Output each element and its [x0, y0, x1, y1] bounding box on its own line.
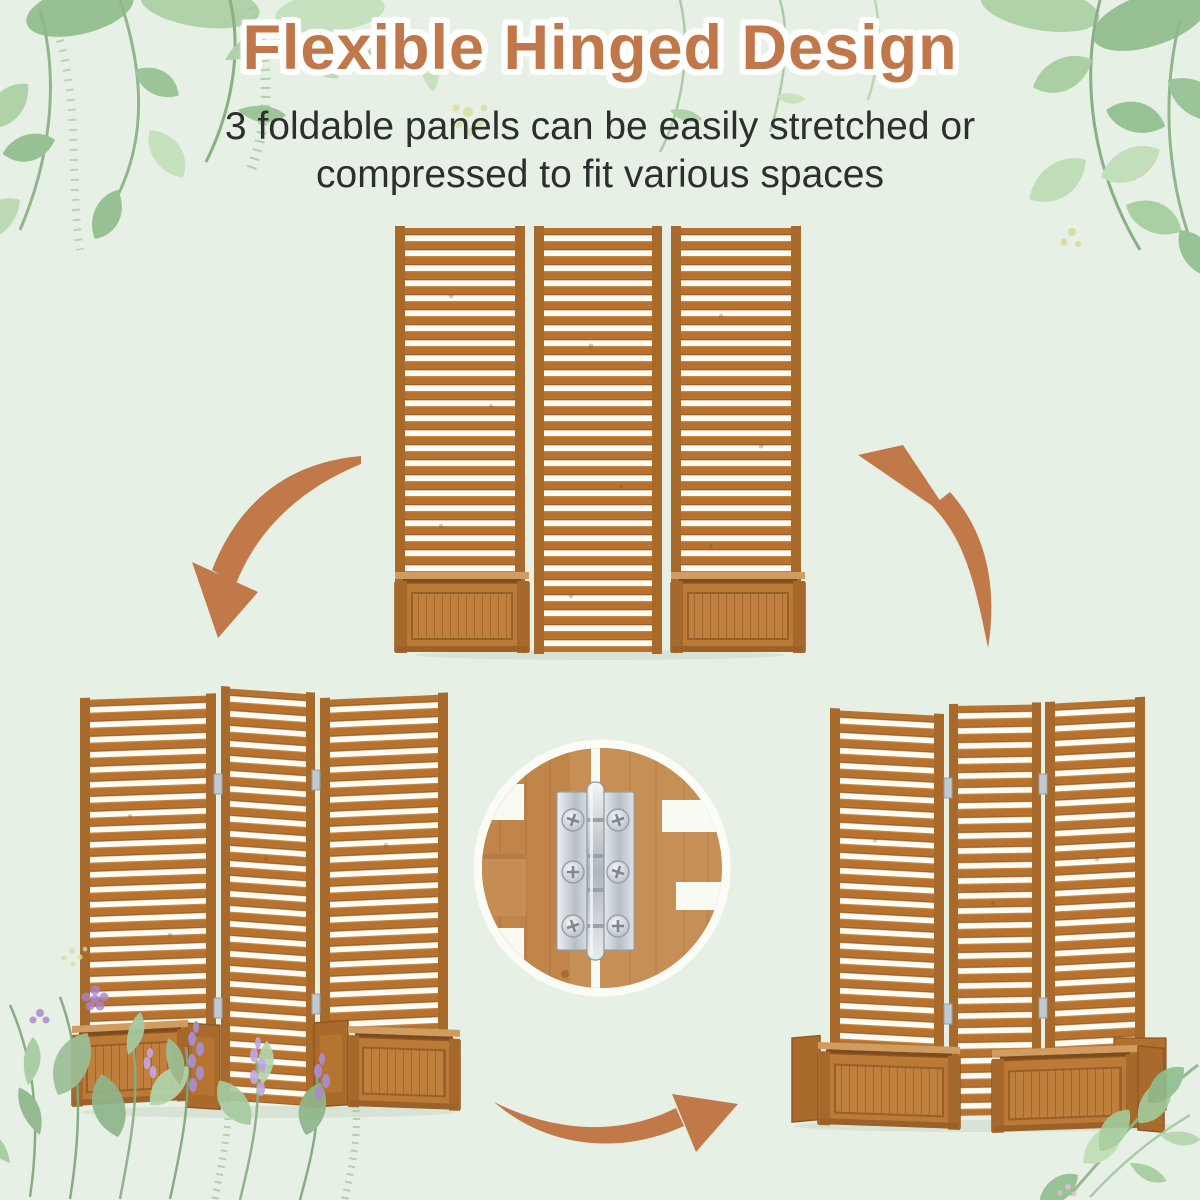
subtitle-line-1: 3 foldable panels can be easily stretche… [224, 105, 976, 148]
hinge-hardware [213, 769, 321, 1019]
screws [561, 808, 630, 938]
page-title: Flexible Hinged Design [242, 13, 958, 83]
figure-screen-stretched [394, 226, 806, 660]
planter-box-left [71, 1019, 221, 1111]
planter-box-right [313, 1019, 461, 1111]
figure-screen-zigzag [71, 686, 461, 1118]
page-subtitle: 3 foldable panels can be easily stretche… [0, 103, 1200, 200]
curved-arrow-right-icon [858, 445, 992, 648]
curved-arrow-left-icon [192, 456, 361, 638]
planter-box-left [394, 572, 530, 653]
hinge-closeup-inset [473, 739, 731, 997]
subtitle-line-2: compressed to fit various spaces [316, 153, 884, 197]
hinge-icon [556, 781, 635, 961]
curved-arrow-bottom-icon [494, 1094, 738, 1152]
planter-box-right [670, 572, 806, 653]
figure-screen-corner [791, 696, 1174, 1134]
planter-box-left [791, 1034, 961, 1130]
hinge-hardware [943, 773, 1048, 1025]
planter-box-right [991, 1044, 1165, 1134]
